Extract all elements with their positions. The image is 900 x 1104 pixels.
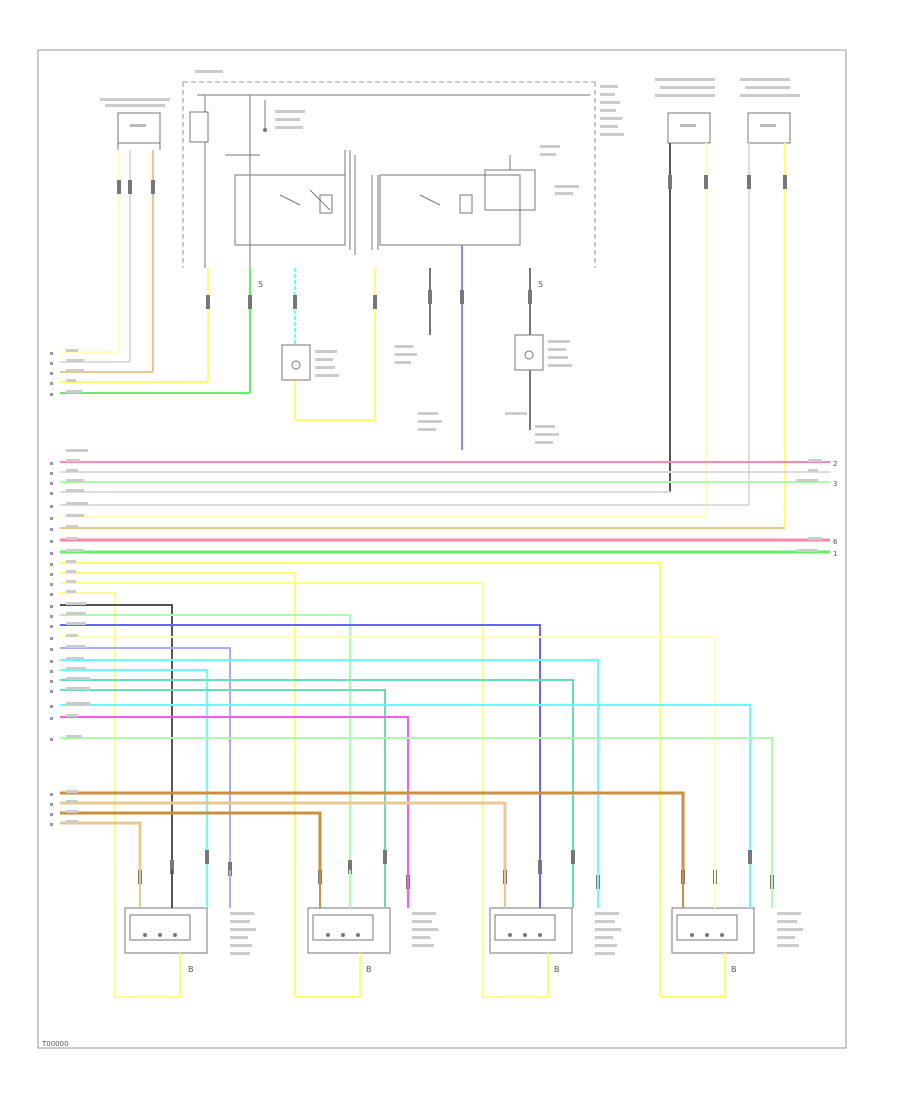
- top-left-module: [100, 98, 170, 150]
- pin-label-5a: 5: [258, 280, 263, 289]
- pin-label-2: 2: [833, 460, 837, 468]
- pin-label-3: 3: [833, 480, 837, 488]
- pin-label-5b: 5: [538, 280, 543, 289]
- actuator-4: [660, 907, 803, 998]
- horizontal-wire-bus: [60, 461, 830, 554]
- pin-label-b2: B: [366, 965, 372, 974]
- actuator-2: [295, 907, 438, 998]
- actuator-1: [115, 907, 256, 998]
- pin-label-b3: B: [554, 965, 560, 974]
- left-sensor-module: [281, 344, 339, 381]
- actuator-3: [483, 907, 621, 998]
- lower-harness: [60, 562, 773, 997]
- top-center-relay-block: [182, 70, 624, 268]
- pin-label-b1: B: [188, 965, 194, 974]
- pin-label-6: 6: [833, 538, 838, 546]
- pin-label-1: 1: [833, 550, 837, 558]
- top-right-module-2: [740, 78, 800, 144]
- right-sensor-module: [514, 334, 572, 371]
- diagram-border: [37, 49, 847, 1049]
- footer-code: T00000: [41, 1040, 69, 1048]
- top-right-module-1: [655, 78, 715, 144]
- pin-label-b4: B: [731, 965, 737, 974]
